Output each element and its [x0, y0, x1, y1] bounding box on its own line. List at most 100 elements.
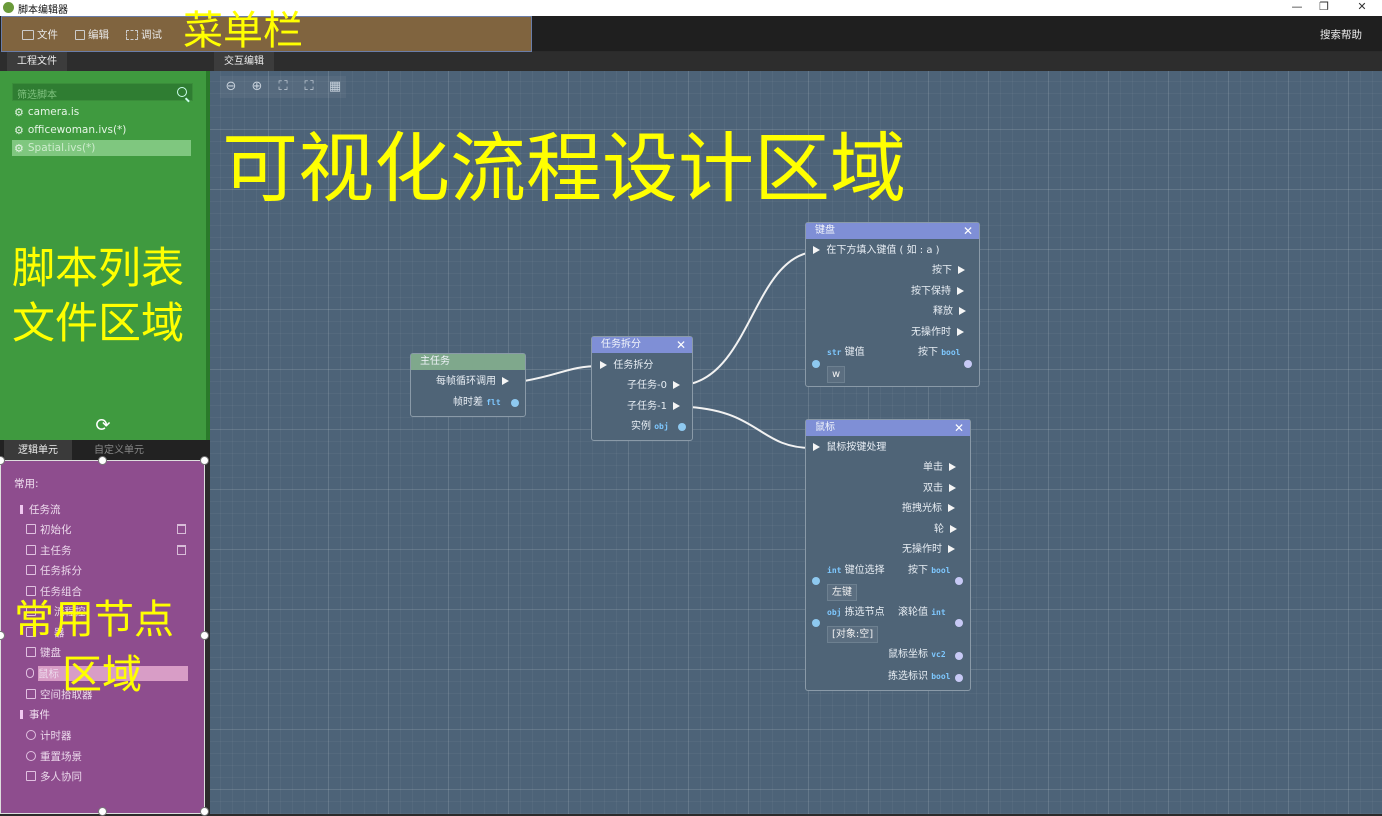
resize-handle[interactable] — [200, 456, 209, 465]
type-tag: str — [827, 348, 842, 357]
node-header[interactable]: 键盘✕ — [806, 223, 979, 239]
tab-project-files[interactable]: 工程文件 — [7, 52, 67, 71]
unit-flow-control[interactable]: 流程控 — [26, 603, 86, 619]
menu-debug[interactable]: 调试 — [126, 27, 162, 42]
document-icon — [26, 524, 36, 534]
exec-port-icon[interactable] — [948, 504, 956, 512]
window-title: 脚本编辑器 — [18, 5, 68, 16]
unit-reset-scene[interactable]: 重置场景 — [26, 748, 82, 764]
data-port[interactable] — [955, 619, 963, 627]
grid-icon[interactable]: ▦ — [328, 79, 342, 94]
data-port[interactable] — [812, 619, 820, 627]
exec-port-icon[interactable] — [949, 484, 957, 492]
rotate-handle-icon[interactable]: ⟳ — [95, 415, 111, 436]
unit-keyboard[interactable]: 键盘 — [26, 644, 61, 660]
close-button[interactable]: ✕ — [1357, 0, 1367, 13]
exec-port-icon[interactable] — [813, 443, 820, 451]
node-header[interactable]: 主任务 — [411, 354, 525, 370]
category-taskflow[interactable]: 任务流 — [20, 502, 61, 517]
unit-task-combine[interactable]: 任务组合 — [26, 583, 82, 599]
output-port-label: 帧时差 flt — [453, 396, 501, 410]
zoom-in-icon[interactable]: ⊕ — [251, 79, 263, 94]
unit-main-task[interactable]: 主任务 — [26, 542, 72, 558]
type-tag: int — [931, 608, 946, 617]
exec-port-icon[interactable] — [948, 545, 956, 553]
exec-port-icon[interactable] — [600, 361, 607, 369]
exec-port-icon[interactable] — [950, 525, 958, 533]
data-port[interactable] — [678, 423, 686, 431]
resize-handle[interactable] — [98, 456, 107, 465]
data-port[interactable] — [955, 674, 963, 682]
annotation-filelist-2: 文件区域 — [12, 299, 184, 349]
resize-handle[interactable] — [0, 631, 5, 640]
mouse-icon — [26, 668, 34, 678]
exec-port-icon[interactable] — [957, 287, 965, 295]
data-port[interactable] — [955, 652, 963, 660]
file-item[interactable]: ⚙officewoman.ivs(*) — [14, 122, 126, 138]
resize-handle[interactable] — [200, 631, 209, 640]
node-mouse[interactable]: 鼠标✕ — [805, 419, 971, 691]
tab-custom-units[interactable]: 自定义单元 — [94, 445, 144, 456]
exec-port-icon[interactable] — [959, 307, 967, 315]
category-event[interactable]: 事件 — [20, 707, 50, 722]
exec-port-icon[interactable] — [958, 266, 966, 274]
exec-port-icon[interactable] — [957, 328, 965, 336]
unit-label: 计时器 — [40, 729, 72, 742]
port-label: 按下 — [932, 265, 952, 276]
flow-canvas[interactable] — [210, 71, 1382, 814]
file-item-selected[interactable]: ⚙Spatial.ivs(*) — [12, 140, 191, 156]
unit-init[interactable]: 初始化 — [26, 521, 72, 537]
node-header[interactable]: 任务拆分✕ — [592, 337, 692, 353]
document-icon — [26, 545, 36, 555]
node-main-task[interactable]: 主任务 — [410, 353, 526, 417]
resize-handle[interactable] — [0, 456, 5, 465]
data-port[interactable] — [964, 360, 972, 368]
exec-port-icon[interactable] — [673, 402, 681, 410]
tab-logic-units[interactable]: 逻辑单元 — [4, 440, 72, 461]
fit-view-icon[interactable]: ⛶ — [278, 79, 288, 94]
node-keyboard[interactable]: 键盘✕ — [805, 222, 980, 387]
trash-icon[interactable] — [177, 524, 186, 534]
split-icon — [26, 565, 36, 575]
unit-label: 任务拆分 — [40, 564, 82, 577]
exec-port-icon[interactable] — [949, 463, 957, 471]
data-port[interactable] — [955, 577, 963, 585]
output-port-label: 按下 bool — [908, 564, 950, 578]
close-icon[interactable]: ✕ — [953, 421, 964, 435]
type-tag: bool — [931, 566, 951, 575]
exec-port-icon[interactable] — [813, 246, 820, 254]
data-port[interactable] — [511, 399, 519, 407]
unit-task-split[interactable]: 任务拆分 — [26, 562, 82, 578]
unit-spatial-picker[interactable]: 空间拾取器 — [26, 686, 93, 702]
file-item[interactable]: ⚙camera.is — [14, 104, 79, 120]
port-label: 轮 — [934, 524, 944, 535]
tab-interactive-edit[interactable]: 交互编辑 — [214, 52, 274, 71]
menu-edit[interactable]: 编辑 — [75, 27, 109, 42]
close-icon[interactable]: ✕ — [962, 224, 973, 238]
output-port-label: 双击 — [923, 482, 957, 496]
fullscreen-icon[interactable]: ⛶ — [304, 79, 314, 94]
trash-icon[interactable] — [177, 545, 186, 555]
close-icon[interactable]: ✕ — [675, 338, 686, 352]
data-port[interactable] — [812, 360, 820, 368]
unit-mouse[interactable]: 鼠标 — [26, 665, 188, 681]
panel-splitter[interactable] — [206, 71, 210, 440]
pick-node-input[interactable]: [对象:空] — [827, 626, 879, 643]
exec-port-icon[interactable] — [673, 381, 681, 389]
title-bar: 脚本编辑器 — ❐ ✕ — [0, 0, 1382, 16]
exec-port-icon[interactable] — [502, 377, 510, 385]
restore-button[interactable]: ❐ — [1319, 0, 1329, 13]
unit-partial[interactable]: 器 — [26, 624, 65, 640]
script-filter-input[interactable]: 筛选脚本 — [12, 83, 193, 101]
zoom-out-icon[interactable]: ⊖ — [225, 79, 237, 94]
node-header[interactable]: 鼠标✕ — [806, 420, 970, 436]
menu-file[interactable]: 文件 — [22, 27, 58, 42]
search-help[interactable]: 搜索帮助 — [1320, 29, 1362, 41]
unit-timer[interactable]: 计时器 — [26, 727, 72, 743]
gear-icon: ⚙ — [14, 105, 24, 119]
button-select-input[interactable]: 左键 — [827, 584, 857, 601]
unit-multiplayer[interactable]: 多人协同 — [26, 768, 82, 784]
data-port[interactable] — [812, 577, 820, 585]
minimize-button[interactable]: — — [1291, 0, 1303, 13]
key-value-input[interactable]: w — [827, 366, 846, 383]
